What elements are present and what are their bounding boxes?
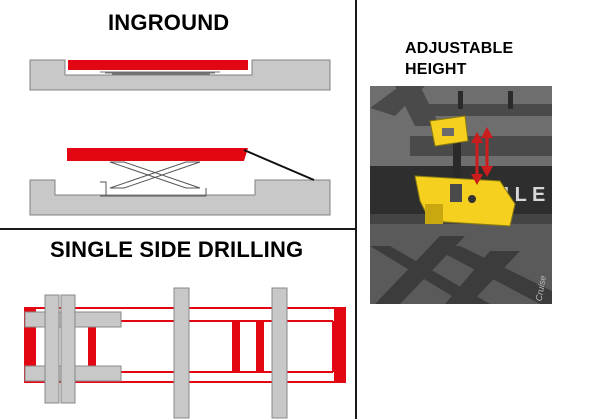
- adjustable-height-photo: H L E Cruise: [370, 86, 552, 304]
- height-arrows: [471, 127, 493, 185]
- adjustable-height-title: ADJUSTABLE HEIGHT: [405, 40, 514, 78]
- photo-watermark: Cruise: [534, 275, 548, 302]
- pit-floor-raised: [29, 179, 331, 216]
- yellow-brackets: [414, 115, 516, 227]
- jack-post: [453, 91, 513, 181]
- inground-title: INGROUND: [108, 10, 230, 35]
- ramp: [243, 149, 315, 181]
- vertical-divider: [355, 0, 357, 419]
- lift-platform-lowered: [68, 60, 248, 70]
- lift-platform-raised: [67, 148, 244, 161]
- scissor-folded: [100, 71, 220, 75]
- scissor-arms: [370, 236, 552, 304]
- horizontal-divider: [0, 228, 356, 230]
- single-side-drilling-title: SINGLE SIDE DRILLING: [50, 237, 304, 262]
- scissor-mechanism: [100, 161, 207, 197]
- pit-floor-lowered: [29, 59, 331, 91]
- single-side-drilling-diagram: [24, 287, 346, 419]
- drill-plates: [24, 287, 288, 419]
- inground-diagram: [29, 59, 331, 216]
